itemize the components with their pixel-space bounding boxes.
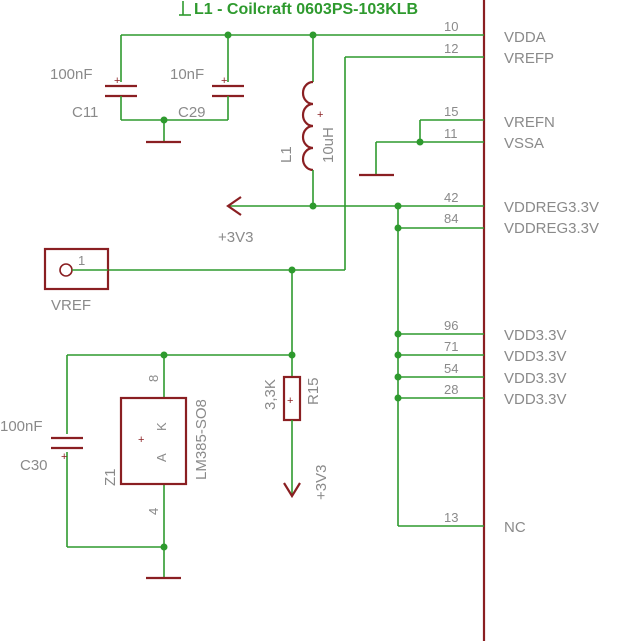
c29-ref: C29 [178,104,206,121]
z1-anode-label: A [154,453,169,462]
pin-name: VDD3.3V [504,348,567,365]
c11-ref: C11 [72,104,98,121]
pin-number: 10 [444,19,458,34]
capacitor-c29: + 10nF C29 [170,66,244,121]
c30-value: 100nF [0,418,43,435]
pin-name: NC [504,519,526,536]
vdda-net [120,31,484,82]
pin-number: 28 [444,382,458,397]
pin-name: VDD3.3V [504,327,567,344]
ic-pin-labels: 10 VDDA 12 VREFP 15 VREFN 11 VSSA 42 VDD… [444,19,599,536]
capacitor-c30: + 100nF C30 [0,418,83,474]
r15-ref: R15 [305,377,322,405]
pin-name: VDDA [504,29,546,46]
vdd-bus [394,206,484,527]
z1-cathode-label: K [154,422,169,431]
pin-name: VREFP [504,50,554,67]
pin-number: 11 [444,126,458,141]
vref-label: VREF [51,297,91,314]
inductor-note-text: L1 - Coilcraft 0603PS-103KLB [194,1,418,18]
vrefp-net [108,56,484,274]
inductor-note: L1 - Coilcraft 0603PS-103KLB [179,1,418,18]
reference-network [66,270,296,580]
power-3v3-left: +3V3 [218,196,484,246]
power-3v3-bottom-label: +3V3 [313,465,330,500]
c30-ref: C30 [20,457,48,474]
pin-name: VDDREG3.3V [504,199,599,216]
z1-pin-4: 4 [146,508,161,515]
pin-number: 13 [444,510,458,525]
pin-number: 84 [444,211,458,226]
z1-ref: Z1 [102,468,119,486]
pin-name: VDD3.3V [504,370,567,387]
pin-number: 71 [444,339,458,354]
junction [224,31,232,39]
vref-connector: 1 VREF [43,247,110,314]
svg-text:+: + [138,434,144,446]
power-3v3-bottom-arrow [283,482,301,499]
pin-number: 12 [444,41,458,56]
pin-name: VDDREG3.3V [504,220,599,237]
ground-symbol-caps [121,116,228,144]
inductor-l1: + L1 10uH [278,35,337,206]
l1-ref: L1 [278,146,295,163]
c11-value: 100nF [50,66,93,83]
svg-text:+: + [221,75,227,87]
vref-pin-number: 1 [78,253,85,268]
svg-text:+: + [61,451,67,463]
z1-pin-8: 8 [146,375,161,382]
pin-number: 54 [444,361,458,376]
z1-part: LM385-SO8 [193,399,210,480]
capacitor-c11: + 100nF C11 [50,66,137,121]
pin-number: 96 [444,318,458,333]
l1-value: 10uH [320,127,337,163]
pin-number: 42 [444,190,458,205]
pin-number: 15 [444,104,458,119]
r15-value: 3,3K [262,379,279,410]
svg-text:+: + [114,75,120,87]
svg-text:+: + [287,395,293,407]
ic-z1-lm385: + A K 8 4 Z1 LM385-SO8 [102,375,210,515]
resistor-r15: + 3,3K R15 +3V3 [262,375,330,500]
pin-name: VREFN [504,114,555,131]
power-3v3-left-label: +3V3 [218,229,253,246]
pin-name: VDD3.3V [504,391,567,408]
svg-text:+: + [317,109,323,121]
pin-name: VSSA [504,135,544,152]
c29-value: 10nF [170,66,204,83]
vrefn-vssa-net [359,119,484,177]
